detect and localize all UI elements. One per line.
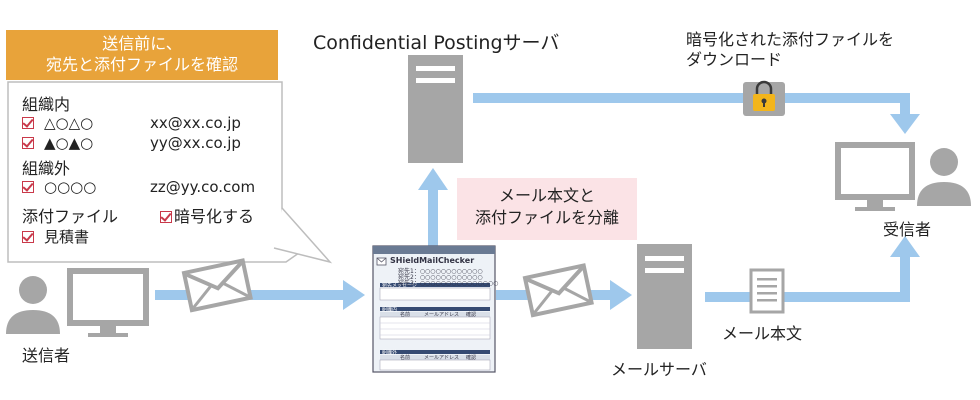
confirm-banner-line1: 送信前に、 [102,34,182,53]
attachment-row: 見積書 [22,226,89,247]
app-field-1: 宛先1：○○○○○○○○○○○○ [398,268,483,275]
envelope-icon-2 [522,263,594,318]
confidential-server-label: Confidential Postingサーバ [313,32,560,54]
checkbox-checked-icon[interactable] [22,117,34,129]
arrow-checker-to-confidential [428,188,438,248]
lock-icon [743,80,785,116]
app-window-title: SHieldMailChecker [390,256,475,265]
shieldmailchecker-window [372,245,496,373]
checkbox-checked-icon[interactable] [160,211,172,223]
app-col-address: メールアドレス [424,312,460,318]
app-section-3: 組織外 [382,350,398,356]
sender-monitor-icon [67,268,149,337]
internal-heading: 組織内 [22,95,71,114]
recipient-name: ▲○▲○ [44,134,94,152]
recipient-email: xx@xx.co.jp [150,114,241,132]
separate-note-line2: 添付ファイルを分離 [474,208,619,227]
app-section-2: 組織内 [382,307,398,313]
separate-note-line1: メール本文と [498,186,595,205]
sender-label: 送信者 [22,346,71,365]
external-row-1: ○○○○ [22,178,96,196]
checkbox-checked-icon[interactable] [22,231,34,243]
recipient-email: zz@yy.co.com [150,178,256,196]
envelope-icon-1 [181,258,253,313]
internal-row-1: △○△○ [22,114,93,132]
app-col-check: 確認 [466,312,477,318]
app-field-3: 宛先3：○○○○○○○○○○○○○○○ [398,280,499,287]
recipient-person-icon [917,148,971,206]
app-col-name: 名前 [400,355,411,361]
encrypt-option-label: 暗号化する [174,207,255,226]
external-heading: 組織外 [22,159,71,178]
recipient-label: 受信者 [883,220,932,239]
recipient-email: yy@xx.co.jp [150,134,241,152]
download-note-line2: ダウンロード [686,50,783,69]
download-note-line1: 暗号化された添付ファイルを [686,30,895,49]
download-note: 暗号化された添付ファイルを ダウンロード [686,30,894,70]
checkbox-checked-icon[interactable] [22,137,34,149]
confirm-banner: 送信前に、 宛先と添付ファイルを確認 [6,30,278,80]
mail-body-label: メール本文 [722,324,803,343]
sender-person-icon [6,276,60,334]
mail-server-icon [637,244,692,349]
separate-note: メール本文と 添付ファイルを分離 [457,178,637,240]
arrow-mailserver-to-recipient [705,292,910,302]
encrypt-option: 暗号化する [160,203,254,227]
app-field-2: 宛先2：○○○○○○○○○○○○ [398,274,483,281]
app-section-1: 宛先メッセージ [382,283,417,289]
mail-body-document-icon [749,268,785,314]
app-col-address: メールアドレス [424,355,460,361]
app-col-name: 名前 [400,312,411,318]
recipient-name: △○△○ [44,114,94,132]
attachment-heading: 添付ファイル [22,207,119,226]
checkbox-checked-icon[interactable] [22,181,34,193]
arrow-confidential-to-recipient [473,93,910,103]
recipient-name: ○○○○ [44,178,97,196]
confidential-server-icon [408,55,463,163]
attachment-file-name: 見積書 [44,228,90,246]
internal-row-2: ▲○▲○ [22,134,93,152]
app-col-check: 確認 [466,355,477,361]
recipient-monitor-icon [835,142,915,211]
mail-server-label: メールサーバ [611,360,707,379]
confirm-banner-line2: 宛先と添付ファイルを確認 [45,55,238,74]
